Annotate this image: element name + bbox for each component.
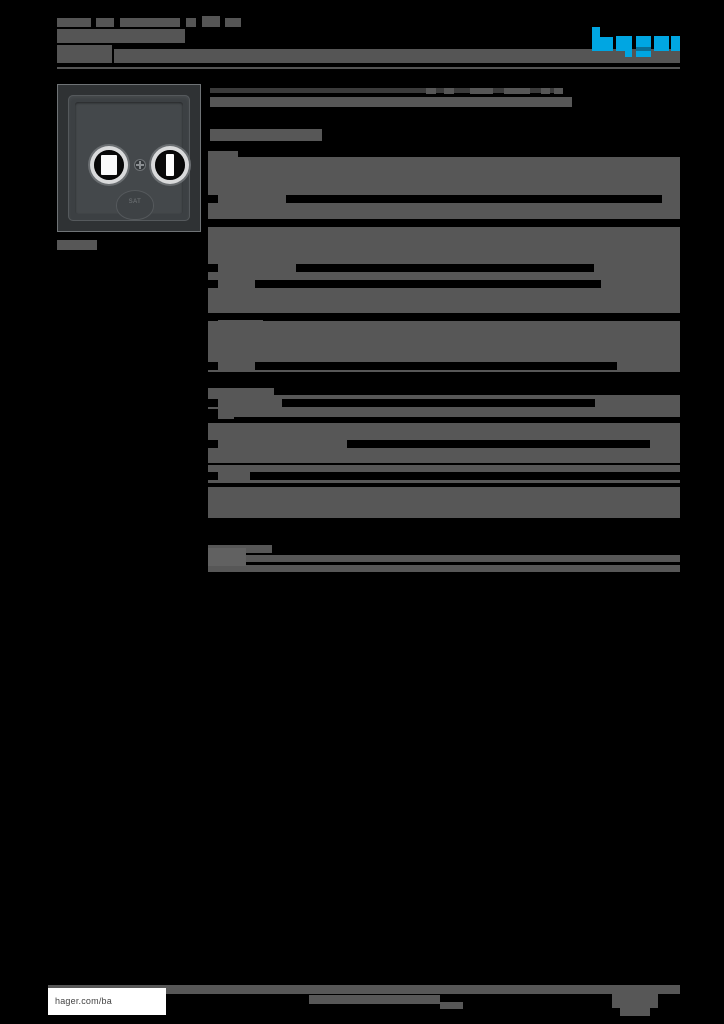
title-accent bbox=[470, 88, 493, 94]
cover-plate: SAT bbox=[68, 95, 190, 221]
header-text-block bbox=[57, 29, 185, 43]
section-heading-1 bbox=[208, 151, 238, 157]
header-text-block bbox=[57, 18, 91, 27]
header-text-block bbox=[225, 18, 241, 27]
product-caption bbox=[57, 240, 97, 250]
product-image: SAT bbox=[57, 84, 201, 232]
footer-bar bbox=[48, 985, 680, 994]
header-text-block bbox=[57, 45, 112, 63]
title-accent bbox=[541, 88, 550, 94]
footer-center-block bbox=[309, 995, 440, 1004]
title-accent bbox=[554, 88, 563, 94]
sat-label: SAT bbox=[128, 199, 142, 205]
title-accent bbox=[504, 88, 530, 94]
page-header bbox=[0, 0, 724, 72]
section-heading-2 bbox=[208, 388, 274, 395]
table-label-cell bbox=[208, 548, 246, 566]
antenna-outlet-right bbox=[155, 150, 185, 180]
footer-right-block-2 bbox=[620, 1008, 650, 1016]
footer-url[interactable]: hager.com/ba bbox=[48, 988, 166, 1015]
title-accent bbox=[426, 88, 436, 94]
footer-center-block-2 bbox=[440, 1002, 463, 1009]
table-row bbox=[208, 555, 680, 562]
antenna-outlet-left bbox=[94, 150, 124, 180]
header-text-block bbox=[96, 18, 114, 27]
title-accent bbox=[444, 88, 454, 94]
header-rule-block bbox=[114, 49, 680, 63]
page-subtitle bbox=[210, 129, 322, 141]
table-row bbox=[208, 157, 680, 219]
header-text-block bbox=[186, 18, 196, 27]
table-row bbox=[208, 487, 680, 518]
table-row bbox=[208, 565, 680, 572]
header-text-block bbox=[202, 16, 220, 27]
footer-right-block bbox=[612, 988, 658, 1008]
sat-outlet: SAT bbox=[116, 190, 154, 220]
center-screw-icon bbox=[134, 159, 146, 171]
header-text-block bbox=[120, 18, 180, 27]
header-divider bbox=[57, 67, 680, 69]
hager-logo bbox=[592, 27, 680, 57]
